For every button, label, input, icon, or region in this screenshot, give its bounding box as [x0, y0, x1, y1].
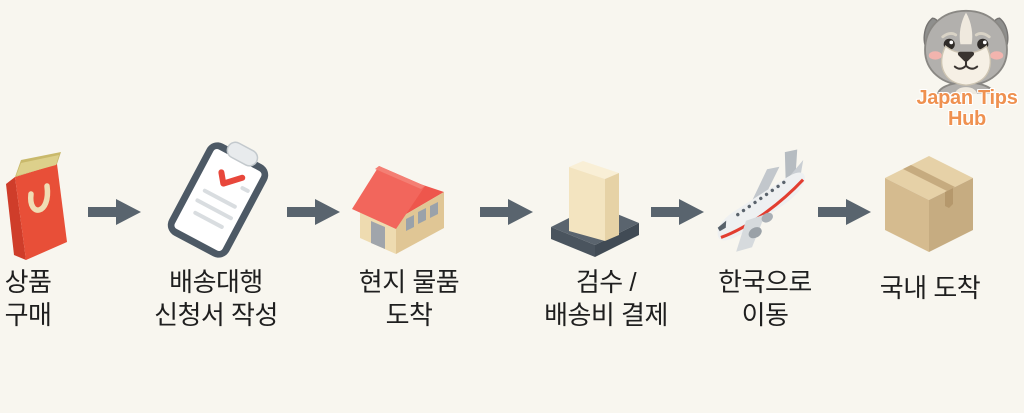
flow-arrow-icon: [651, 199, 704, 225]
flow-arrow-icon: [480, 199, 533, 225]
step-label-line: 검수 /: [575, 267, 637, 297]
brand-line-2: Hub: [948, 108, 986, 130]
step-label-line: 현지 물품: [358, 267, 460, 297]
step-label-line: 이동: [741, 300, 789, 330]
flow-arrow-icon: [818, 199, 871, 225]
step-label-line: 상품: [4, 267, 52, 297]
brand-line-1: Japan Tips: [916, 87, 1018, 109]
step-label-domestic-arrival: 국내 도착: [830, 272, 1024, 305]
package-on-pallet-icon: [551, 161, 639, 257]
step-label-application: 배송대행 신청서 작성: [116, 266, 316, 332]
step-label-local-arrival: 현지 물품 도착: [309, 266, 509, 332]
house-icon: [352, 166, 444, 254]
airplane-icon: [717, 149, 805, 252]
schnauzer-dog-logo-icon: [923, 9, 1009, 94]
step-label-line: 구매: [4, 300, 52, 330]
clipboard-checklist-icon: [167, 141, 269, 258]
step-label-line: 도착: [385, 300, 433, 330]
step-label-line: 국내 도착: [879, 273, 981, 303]
brand-wordmark: Japan Tips Hub: [906, 88, 1024, 130]
shopping-bag-icon: [6, 152, 67, 260]
step-label-inspection-payment: 검수 / 배송비 결제: [506, 266, 706, 332]
step-label-line: 배송비 결제: [544, 300, 668, 330]
step-label-line: 한국으로: [718, 267, 812, 297]
step-label-to-korea: 한국으로 이동: [665, 266, 865, 332]
step-label-purchase: 상품 구매: [0, 266, 128, 332]
step-label-line: 배송대행: [169, 267, 263, 297]
step-label-line: 신청서 작성: [154, 300, 278, 330]
flow-arrow-icon: [287, 199, 340, 225]
flow-arrow-icon: [88, 199, 141, 225]
cardboard-box-icon: [885, 156, 973, 252]
